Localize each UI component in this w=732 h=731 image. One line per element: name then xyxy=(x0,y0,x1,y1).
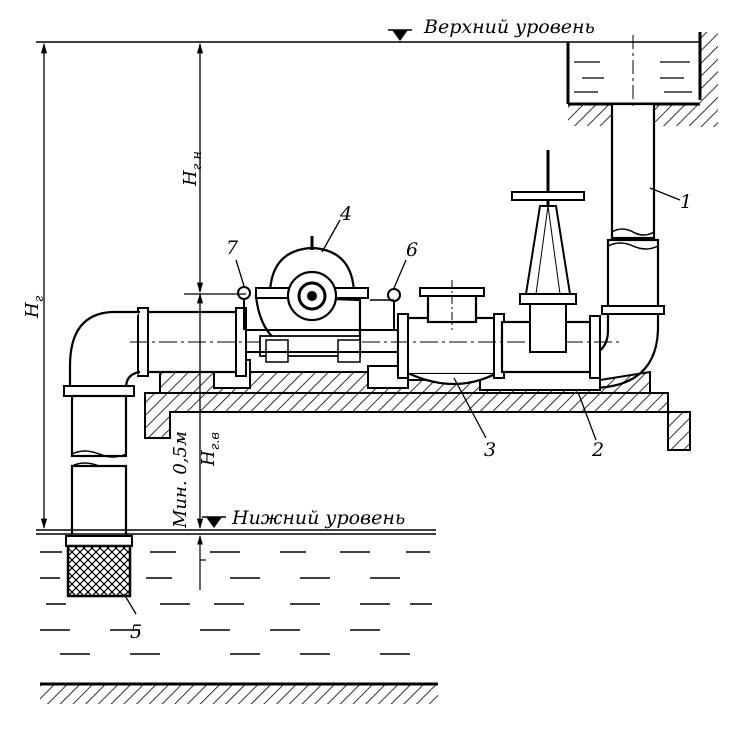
suction-pipe xyxy=(63,310,141,598)
callout-3: 3 xyxy=(484,439,496,461)
pump xyxy=(246,236,398,363)
callout-1: 1 xyxy=(680,191,692,213)
callout-7: 7 xyxy=(226,237,239,259)
horizontal-pipeline xyxy=(130,280,620,386)
pressure-gauge-icon xyxy=(387,288,401,302)
callout-5: 5 xyxy=(130,621,142,643)
upper-level-label: Верхний уровень xyxy=(423,16,595,38)
svg-text:Hг.в: Hг.в xyxy=(198,432,223,467)
svg-text:Hг: Hг xyxy=(22,295,47,319)
upper-level: Верхний уровень xyxy=(36,16,700,43)
gate-valve xyxy=(511,150,585,353)
callout-2: 2 xyxy=(591,439,604,461)
vacuum-gauge-icon xyxy=(237,286,251,300)
callout-4: 4 xyxy=(339,203,352,225)
total-head-subscript: г xyxy=(32,295,47,302)
lower-level-marker-icon xyxy=(206,517,222,528)
min-submersion-label: Мин. 0,5м xyxy=(170,431,191,529)
lower-level-label: Нижний уровень xyxy=(231,507,405,529)
total-head-label: H xyxy=(22,302,43,319)
callout-6: 6 xyxy=(406,239,418,261)
callouts: 1 2 3 4 5 6 7 xyxy=(123,187,692,643)
valve-handwheel-icon xyxy=(511,191,585,201)
suction-head-label: H xyxy=(198,450,219,467)
strainer-icon xyxy=(66,544,132,598)
suction-head-subscript: г.в xyxy=(208,432,223,450)
dimension-lines xyxy=(40,42,246,590)
discharge-head-label: H xyxy=(180,170,201,187)
lower-reservoir xyxy=(40,551,438,704)
water-level-marker-icon xyxy=(392,30,408,41)
lower-level: Нижний уровень xyxy=(36,507,436,535)
pressure-gauges xyxy=(237,286,401,330)
svg-text:Hг.н: Hг.н xyxy=(180,151,205,187)
discharge-head-subscript: г.н xyxy=(190,151,205,170)
